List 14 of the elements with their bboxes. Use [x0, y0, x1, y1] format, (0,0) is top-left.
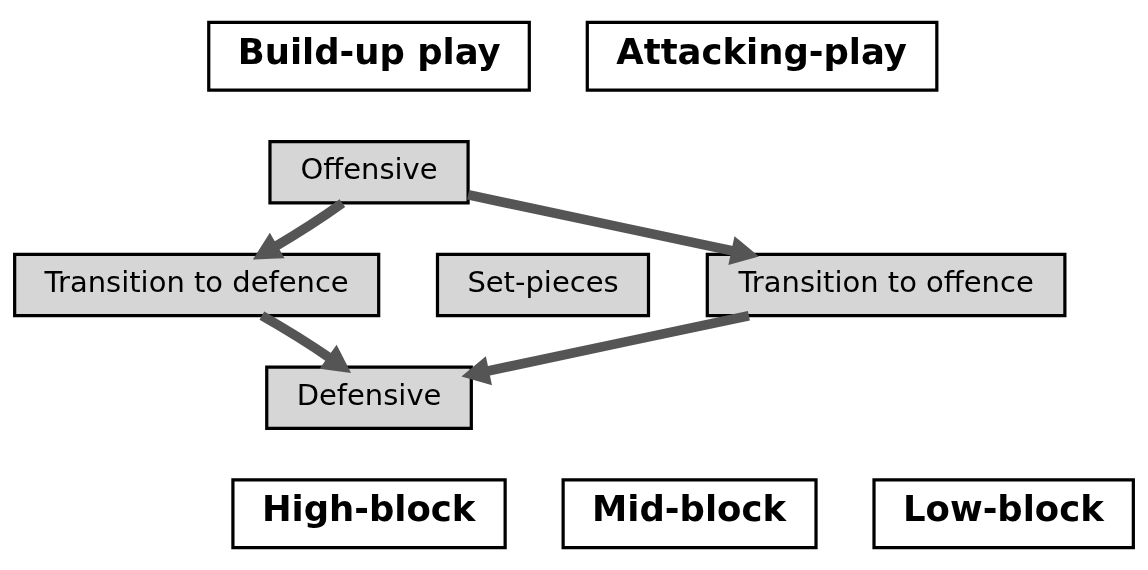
node-box: Set-pieces — [435, 252, 651, 318]
node-box: Transition to defence — [13, 252, 381, 318]
node-box: Offensive — [268, 140, 470, 205]
node-box: Attacking-play — [585, 20, 939, 92]
arrow — [259, 311, 352, 373]
node-box: Build-up play — [207, 20, 531, 92]
node-box: Defensive — [265, 365, 473, 430]
arrow — [467, 190, 759, 266]
arrow — [252, 199, 346, 260]
node-box: Low-block — [872, 478, 1135, 550]
arrow — [461, 310, 750, 386]
node-box: Mid-block — [561, 478, 818, 550]
node-box: High-block — [231, 478, 507, 550]
node-box: Transition to offence — [705, 252, 1067, 318]
